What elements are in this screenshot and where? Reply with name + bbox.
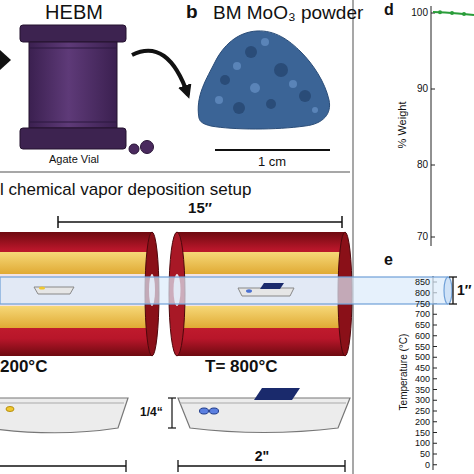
axis-tick-label: 300 xyxy=(415,396,430,405)
axis-tick-label: 50 xyxy=(420,450,430,459)
node-caption: Agate Vial xyxy=(49,154,99,165)
dimension-label: 1″ xyxy=(457,283,472,297)
axis-tick-label: 250 xyxy=(415,407,430,416)
axis-title: Temperature (°C) xyxy=(399,334,409,411)
axis-tick-label: 500 xyxy=(415,353,430,362)
axis-tick-label: 90 xyxy=(417,84,428,94)
node-heading: HEBM xyxy=(45,2,103,22)
axis-tick-label: 600 xyxy=(415,332,430,341)
panel-letter: b xyxy=(186,2,198,21)
node-heading: BM MoO₃ powder xyxy=(213,3,363,22)
milling-ball xyxy=(141,141,154,154)
temperature-label: 200°C xyxy=(0,358,47,375)
axis-tick-label: 750 xyxy=(415,300,430,309)
dimension-line xyxy=(0,460,345,472)
panel-letter: d xyxy=(384,2,394,18)
panel-marker xyxy=(0,50,11,70)
axis-tick-label: 400 xyxy=(415,375,430,384)
dimension-line xyxy=(58,216,342,228)
boat-detail xyxy=(0,398,128,433)
temperature-label: T= 800°C xyxy=(205,358,277,375)
panel-letter: e xyxy=(384,252,393,268)
axis-tick-label: 700 xyxy=(415,310,430,319)
powder-sample: BM MoO₃ powder xyxy=(185,0,345,140)
milling-ball xyxy=(129,144,139,154)
axis-tick-label: 200 xyxy=(415,418,430,427)
y-axis xyxy=(433,276,434,470)
axis-tick-label: 350 xyxy=(415,386,430,395)
y-axis xyxy=(431,6,432,246)
axis-tick-label: 0 xyxy=(425,461,430,470)
quartz-tube xyxy=(0,277,452,304)
tga-markers xyxy=(438,10,466,16)
ball-mill-vial-shape xyxy=(18,0,130,172)
ball-mill-vial: HEBM Agate Vial xyxy=(18,0,130,172)
axis-ticks xyxy=(433,282,437,465)
dimension-label: 15″ xyxy=(188,200,212,215)
boat-detail xyxy=(178,388,350,433)
panel-separator xyxy=(352,0,354,474)
axis-tick-label: 150 xyxy=(415,429,430,438)
panel-title: l chemical vapor deposition setup xyxy=(0,181,251,198)
process-arrow xyxy=(132,51,188,95)
scale-bar xyxy=(215,149,330,151)
axis-ticks xyxy=(431,13,435,237)
axis-tick-label: 850 xyxy=(415,278,430,287)
axis-tick-label: 650 xyxy=(415,321,430,330)
axis-title: % Weight xyxy=(397,102,408,149)
axis-tick-label: 800 xyxy=(415,289,430,298)
axis-tick-label: 70 xyxy=(417,232,428,242)
dimension-label: 2" xyxy=(255,449,269,463)
panel-separator xyxy=(0,171,350,173)
dimension-line xyxy=(449,277,457,304)
axis-tick-label: 450 xyxy=(415,364,430,373)
scale-label: 1 cm xyxy=(258,155,286,168)
dimension-label: 1/4“ xyxy=(140,406,163,418)
sample-boat xyxy=(34,286,74,294)
sample-boat xyxy=(238,283,294,296)
axis-tick-label: 100 xyxy=(411,8,428,18)
dimension-line xyxy=(168,398,176,428)
axis-tick-label: 550 xyxy=(415,343,430,352)
ball-mill-vial-art xyxy=(18,0,130,172)
axis-tick-label: 80 xyxy=(417,160,428,170)
axis-tick-label: 100 xyxy=(415,439,430,448)
